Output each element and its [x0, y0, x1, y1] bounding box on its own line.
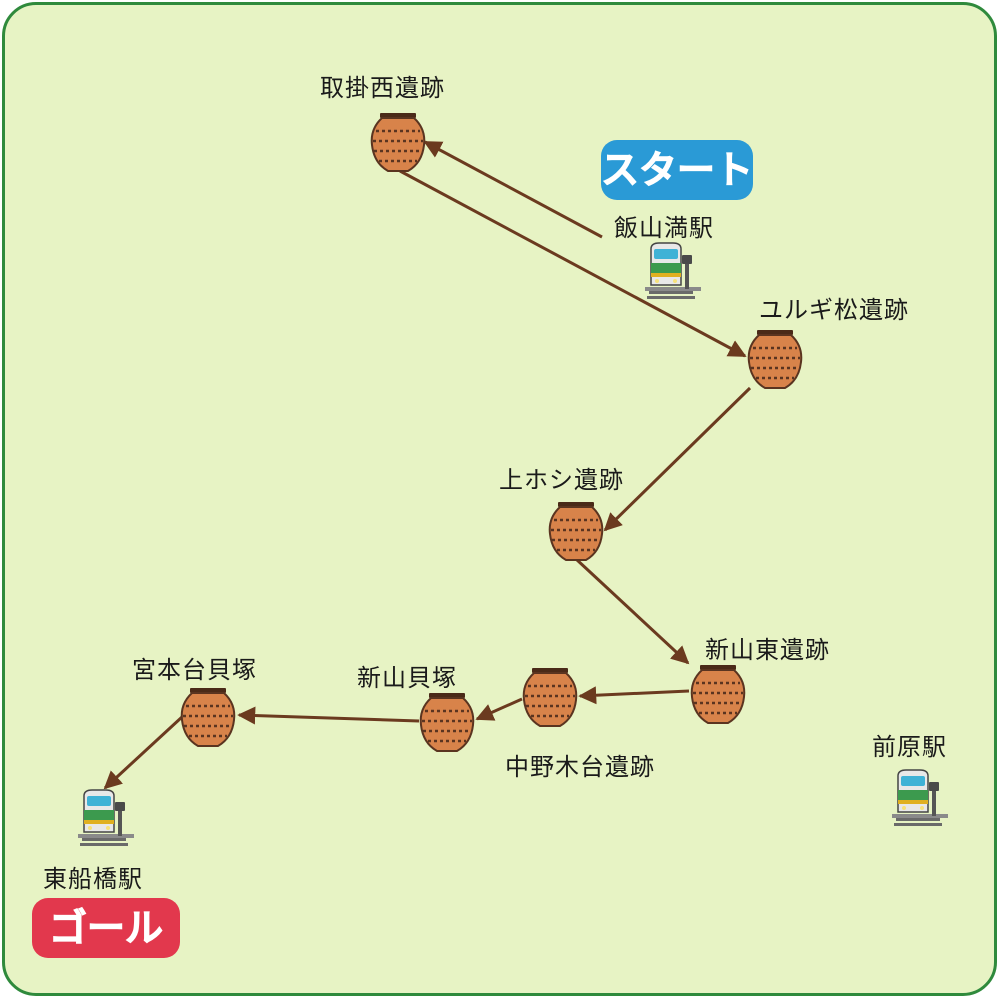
label-maehara-station: 前原駅 — [872, 733, 947, 761]
route-shinyamakaizuka-to-miyamoto — [237, 706, 420, 725]
label-higashi-funabashi-station: 東船橋駅 — [43, 865, 143, 893]
route-kamihoshi-to-shinyamahigashi — [574, 557, 690, 665]
label-shinyama-kaizuka: 新山貝塚 — [357, 664, 457, 692]
start-badge: スタート — [601, 140, 754, 200]
jomon-pot-icon — [180, 688, 236, 747]
route-yurugi-to-kamihoshi — [603, 386, 752, 532]
jomon-pot-icon — [548, 502, 604, 561]
label-miyamoto: 宮本台貝塚 — [132, 656, 257, 684]
jomon-pot-icon — [522, 668, 578, 727]
route-iiyama-to-torikake — [423, 140, 603, 239]
jomon-pot-icon — [690, 665, 746, 724]
label-shinyama-higashi: 新山東遺跡 — [705, 636, 830, 664]
label-torikake: 取掛西遺跡 — [320, 74, 445, 102]
jomon-pot-icon — [419, 693, 475, 752]
route-miyamoto-to-higashifunabashi — [103, 715, 184, 790]
route-nakanoki-to-shinyamakaizuka — [475, 697, 523, 721]
route-torikake-to-yurugi — [399, 169, 747, 358]
jomon-pot-icon — [747, 330, 803, 389]
train-station-icon — [78, 789, 134, 846]
label-kamihoshi: 上ホシ遺跡 — [499, 466, 624, 494]
train-station-icon — [892, 769, 948, 826]
label-nakanoki: 中野木台遺跡 — [505, 753, 655, 781]
label-yurugi: ユルギ松遺跡 — [759, 296, 909, 324]
label-iiyama-station: 飯山満駅 — [614, 214, 714, 242]
jomon-pot-icon — [370, 113, 426, 172]
route-shinyamahigashi-to-nakanoki — [578, 686, 690, 705]
goal-badge: ゴール — [32, 898, 180, 958]
route-arrows — [103, 140, 752, 790]
train-station-icon — [645, 242, 701, 299]
